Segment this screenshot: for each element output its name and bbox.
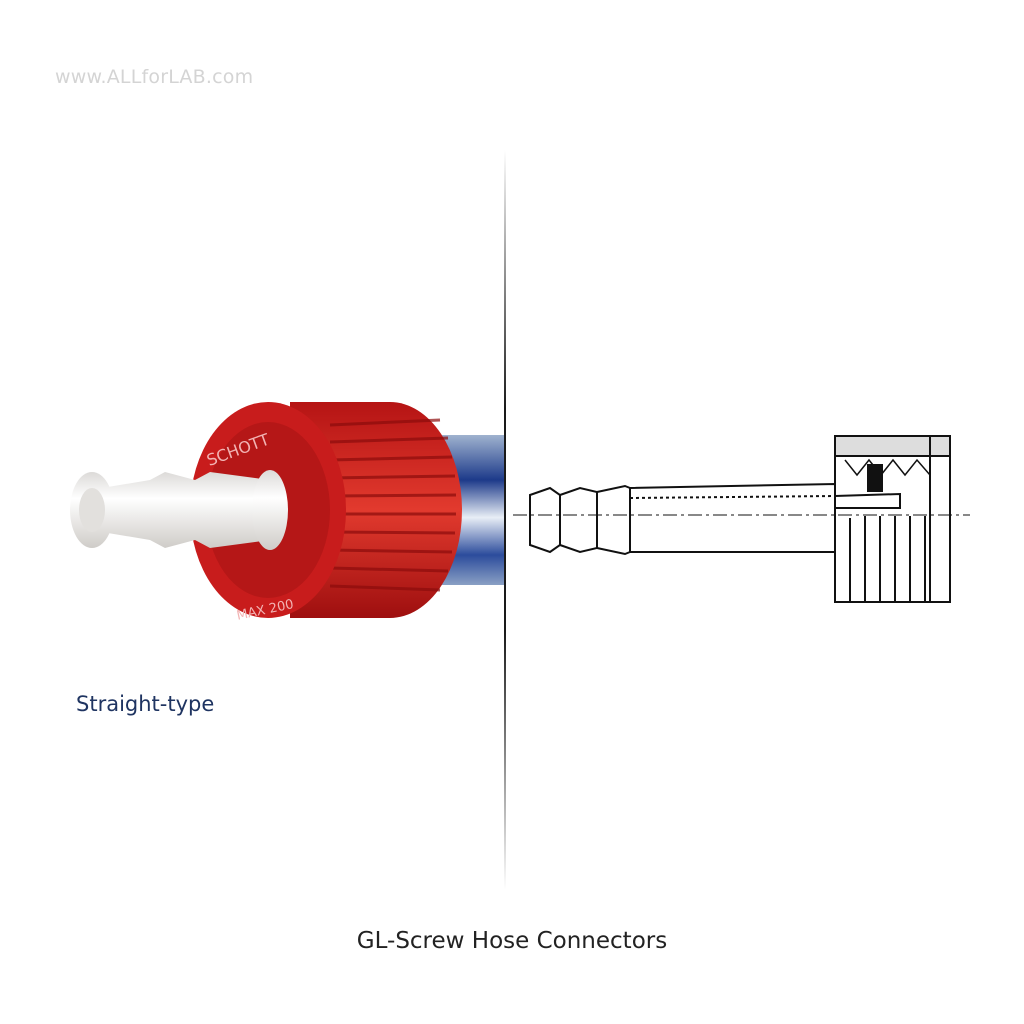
watermark: www.ALLforLAB.com: [55, 66, 254, 88]
center-divider: [504, 150, 506, 890]
product-title: GL-Screw Hose Connectors: [356, 928, 668, 954]
straight-type-caption: Straight-type: [76, 692, 215, 716]
technical-drawing: [513, 435, 970, 603]
product-photo: SCHOTT MAX 200: [70, 402, 504, 624]
